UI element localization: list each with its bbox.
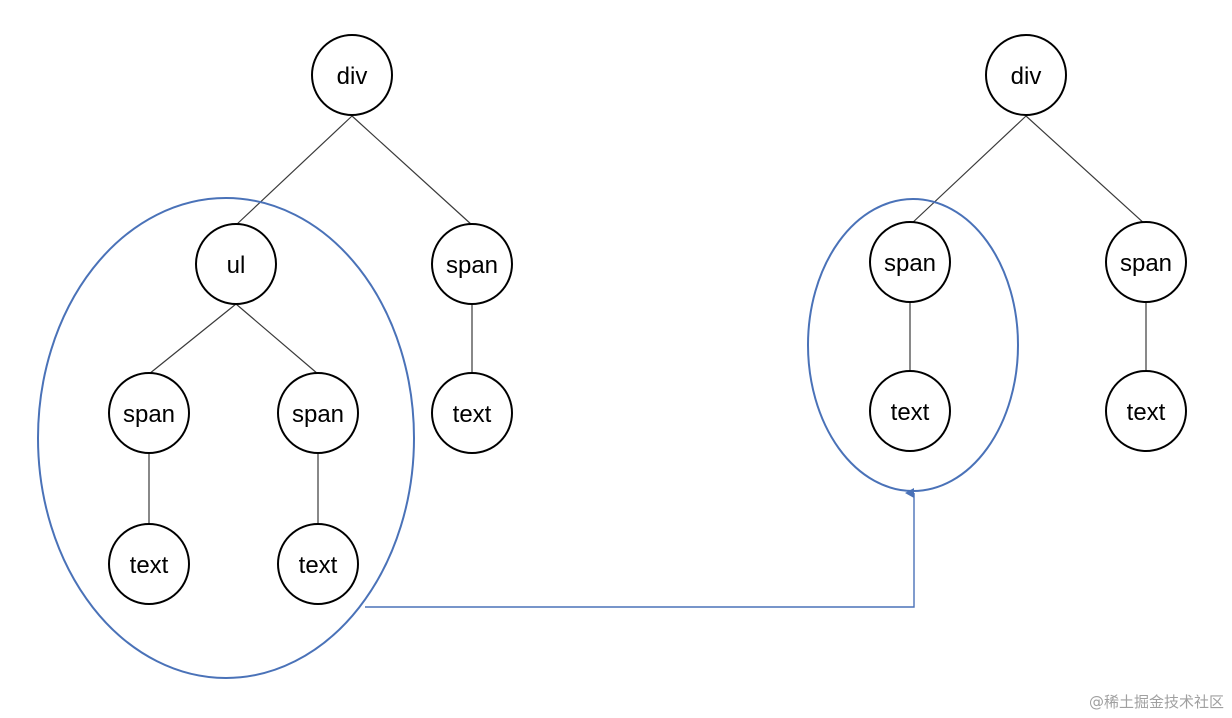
node-label: text	[891, 399, 930, 426]
right-tree-edges	[909, 115, 1147, 372]
node-right-span2: span	[1105, 221, 1187, 303]
node-label: div	[337, 63, 368, 90]
node-label: text	[299, 552, 338, 579]
watermark: @稀土掘金技术社区	[1088, 693, 1224, 711]
edge-ul-span2	[235, 303, 319, 375]
node-label: span	[884, 250, 936, 277]
node-left-ul-span1-text: text	[108, 523, 190, 605]
node-right-span2-text: text	[1105, 370, 1187, 452]
node-label: span	[123, 401, 175, 428]
edge-rdiv-span1	[909, 115, 1027, 226]
node-label: span	[446, 252, 498, 279]
node-right-span1-text: text	[869, 370, 951, 452]
node-left-ul-span2: span	[277, 372, 359, 454]
edge-ul-span1	[148, 303, 237, 375]
node-label: div	[1011, 63, 1042, 90]
left-subtree-highlight	[37, 197, 415, 679]
node-left-ul-span2-text: text	[277, 523, 359, 605]
replace-arrow	[365, 488, 915, 608]
node-label: text	[130, 552, 169, 579]
node-left-div: div	[311, 34, 393, 116]
node-left-span: span	[431, 223, 513, 305]
node-label: text	[1127, 399, 1166, 426]
node-label: span	[292, 401, 344, 428]
left-tree-edges	[148, 115, 473, 524]
edge-div-ul	[235, 115, 353, 226]
node-left-ul: ul	[195, 223, 277, 305]
edge-rdiv-span2	[1025, 115, 1147, 226]
node-right-div: div	[985, 34, 1067, 116]
node-left-ul-span1: span	[108, 372, 190, 454]
node-label: ul	[227, 252, 246, 279]
node-label: span	[1120, 250, 1172, 277]
node-left-span-text: text	[431, 372, 513, 454]
node-right-span1: span	[869, 221, 951, 303]
edge-div-span	[351, 115, 473, 226]
node-label: text	[453, 401, 492, 428]
